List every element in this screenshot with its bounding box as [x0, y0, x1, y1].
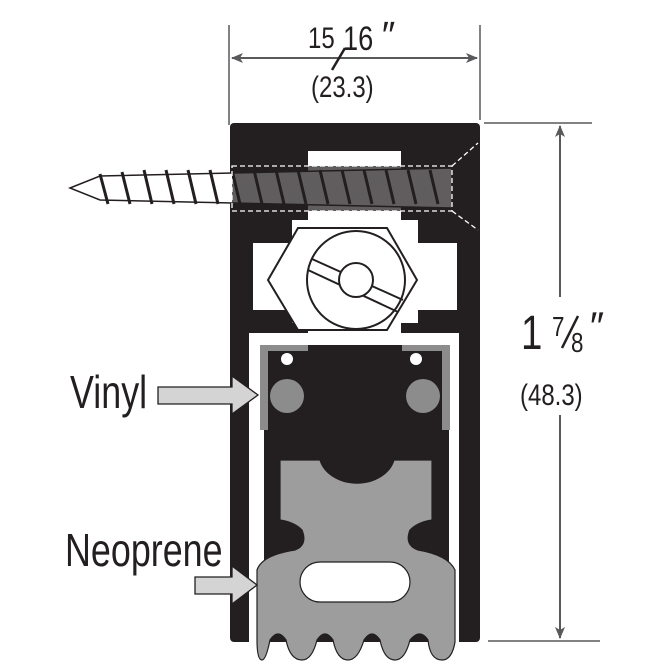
- vinyl-label: Vinyl: [70, 367, 147, 418]
- vinyl-insert-right: [402, 345, 450, 430]
- seal-hollow: [299, 561, 411, 603]
- fraction-slash: [560, 315, 580, 349]
- height-metric: (48.3): [520, 377, 583, 411]
- width-metric: (23.3): [311, 69, 374, 103]
- neoprene-pointer-arrow: [194, 564, 259, 606]
- vinyl-insert-left: [260, 345, 308, 430]
- fraction-slash: [330, 47, 347, 71]
- inch-mark: ″: [588, 305, 604, 349]
- height-fraction-denominator: 8: [571, 328, 583, 359]
- neoprene-label: Neoprene: [65, 525, 223, 576]
- countersink-outline: [451, 142, 479, 231]
- height-fraction-numerator: 7: [552, 312, 564, 343]
- inch-mark: ″: [380, 15, 395, 57]
- groove: [410, 353, 422, 365]
- vinyl-pointer-arrow: [157, 374, 260, 416]
- screw: [67, 142, 479, 231]
- screw-hidden-portion: [232, 166, 452, 211]
- width-fraction-denominator: 16: [343, 19, 373, 58]
- hex-nut-adjuster: [266, 227, 419, 331]
- height-fraction-whole: 1: [521, 307, 542, 360]
- width-fraction-numerator: 15: [308, 20, 335, 54]
- neoprene-seal: [256, 459, 456, 661]
- width-dimension: [228, 25, 481, 125]
- screw-hole-outline: [231, 165, 453, 212]
- height-dimension: [484, 122, 600, 642]
- groove: [281, 353, 293, 365]
